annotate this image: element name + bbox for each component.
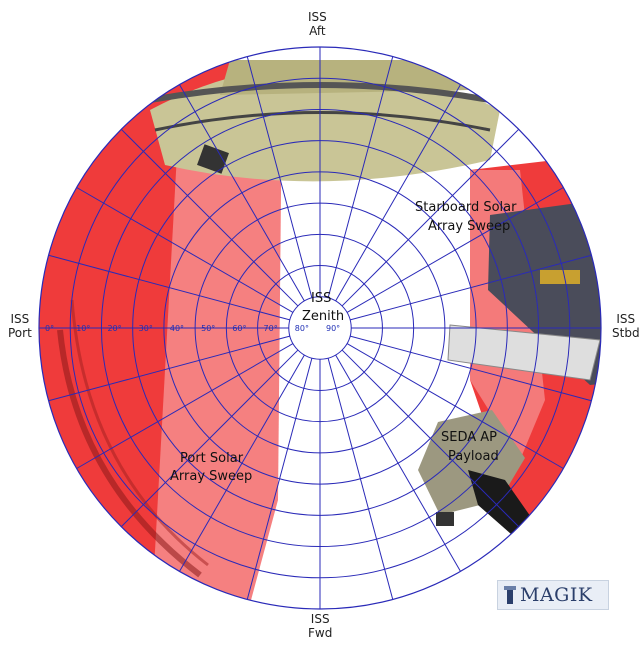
port-sweep-light [150,90,282,609]
azimuth-spokes [39,47,601,609]
azimuth-spoke [341,128,520,307]
port-sweep-label-line2: Array Sweep [170,469,252,484]
azimuth-spoke [76,343,294,469]
azimuth-spoke [120,128,299,307]
port-limb-streak [57,329,202,578]
elevation-label: 30° [139,324,153,333]
starboard-panel [540,270,580,284]
elevation-labels: 0° 10° 20° 30° 40° 50° 60° 70° 80° 90° [45,324,340,333]
elevation-label: 60° [232,324,246,333]
azimuth-spoke [341,349,520,528]
starboard-sweep-label-line1: Starboard Solar [415,200,517,215]
azimuth-spoke [179,84,305,302]
payload-label-line1: SEDA AP [441,430,497,445]
azimuth-spoke [346,343,564,469]
aft-module [197,144,229,174]
elevation-label: 40° [170,324,184,333]
truss-beam-2 [154,111,491,132]
zenith-label-line2: Zenith [302,309,344,324]
starboard-sweep-label-line2: Array Sweep [428,219,510,234]
seda-payload-block [436,512,454,526]
elevation-label: 90° [326,324,340,333]
elevation-label: 0° [45,324,54,333]
elevation-label: 20° [107,324,121,333]
elevation-label: 80° [295,324,309,333]
port-sweep-label-line1: Port Solar [180,451,244,466]
starboard-hull [488,200,601,385]
elevation-label: 70° [264,324,278,333]
azimuth-spoke [120,349,299,528]
azimuth-spoke [48,254,290,321]
azimuth-spoke [327,56,394,298]
azimuth-spoke [335,354,461,572]
azimuth-spoke [48,335,290,402]
azimuth-spoke [246,56,313,298]
azimuth-spoke [76,187,294,313]
horizon-circle [38,46,602,610]
azimuth-spoke [350,254,592,321]
azimuth-spoke [179,354,305,572]
elevation-label: 50° [201,324,215,333]
magik-logo-icon [504,586,516,604]
azimuth-spoke [350,335,592,402]
azimuth-spoke [327,358,394,600]
azimuth-spoke [246,358,313,600]
starboard-boom [447,324,601,381]
port-limb-streak-2 [70,299,209,567]
elevation-label: 10° [76,324,90,333]
magik-logo-text: MAGIK [520,584,593,606]
zenith-label-line1: ISS [311,291,331,306]
payload-label-line2: Payload [448,449,499,464]
azimuth-spoke [346,187,564,313]
magik-logo: MAGIK [497,580,609,610]
azimuth-spoke [335,84,461,302]
